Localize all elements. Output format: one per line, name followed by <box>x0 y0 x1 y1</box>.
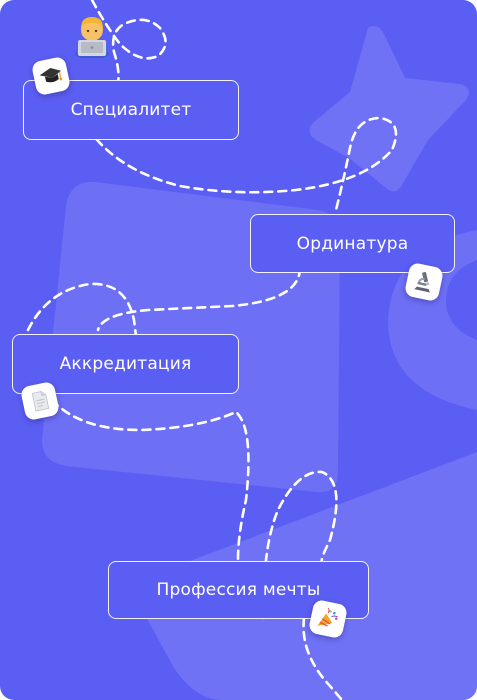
step-label: Специалитет <box>70 100 192 120</box>
badge-document <box>19 380 61 422</box>
student-at-laptop-icon <box>75 17 109 58</box>
star-shape <box>309 26 469 192</box>
badge-party-popper <box>307 598 349 640</box>
graduation-cap-icon <box>39 67 63 83</box>
step-ordinatura-button[interactable]: Ординатура <box>250 214 455 273</box>
party-popper-icon <box>317 607 338 627</box>
badge-graduation-cap <box>30 55 72 97</box>
microscope-icon <box>414 271 430 293</box>
step-label: Профессия мечты <box>156 580 321 600</box>
step-label: Аккредитация <box>59 354 192 374</box>
document-icon <box>31 391 50 412</box>
step-label: Ординатура <box>296 233 409 254</box>
dashed-route <box>26 0 398 700</box>
badge-microscope <box>403 261 445 303</box>
